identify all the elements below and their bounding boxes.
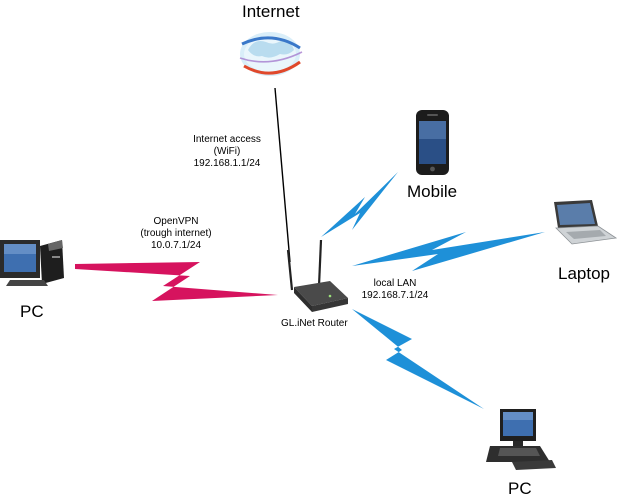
router-icon xyxy=(286,239,348,312)
pc-left-label: PC xyxy=(20,302,44,321)
globe-icon xyxy=(239,32,303,76)
laptop-label: Laptop xyxy=(558,264,610,283)
desktop-pc-icon xyxy=(486,409,556,470)
local-lan-line: 192.168.7.1/24 xyxy=(361,290,429,301)
internet-access-line: 192.168.1.1/24 xyxy=(193,158,261,169)
laptop-icon xyxy=(554,200,617,245)
smartphone-icon xyxy=(416,110,449,175)
local-lan-line: local LAN xyxy=(373,278,417,289)
internet-label: Internet xyxy=(242,2,300,21)
desktop-pc-icon xyxy=(0,240,64,286)
internet-access-line: (WiFi) xyxy=(213,146,241,157)
internet-access-line: Internet access xyxy=(193,134,261,145)
openvpn-line: 10.0.7.1/24 xyxy=(150,240,202,251)
mobile-label: Mobile xyxy=(407,182,458,201)
openvpn-line: OpenVPN xyxy=(153,216,199,227)
openvpn-link-bolt xyxy=(75,262,278,301)
router-label: GL.iNet Router xyxy=(281,318,348,329)
internet-link-line xyxy=(274,87,291,263)
internet-access-label: Internet access (WiFi) 192.168.1.1/24 xyxy=(186,134,268,170)
local-lan-label: local LAN 192.168.7.1/24 xyxy=(356,278,434,302)
openvpn-line: (trough internet) xyxy=(140,228,212,239)
wifi-link-pc-bolt xyxy=(352,309,484,409)
wifi-link-mobile-bolt xyxy=(321,172,398,237)
wifi-link-laptop-bolt xyxy=(352,232,545,271)
openvpn-label: OpenVPN (trough internet) 10.0.7.1/24 xyxy=(131,216,221,252)
pc-bottom-label: PC xyxy=(508,479,532,498)
